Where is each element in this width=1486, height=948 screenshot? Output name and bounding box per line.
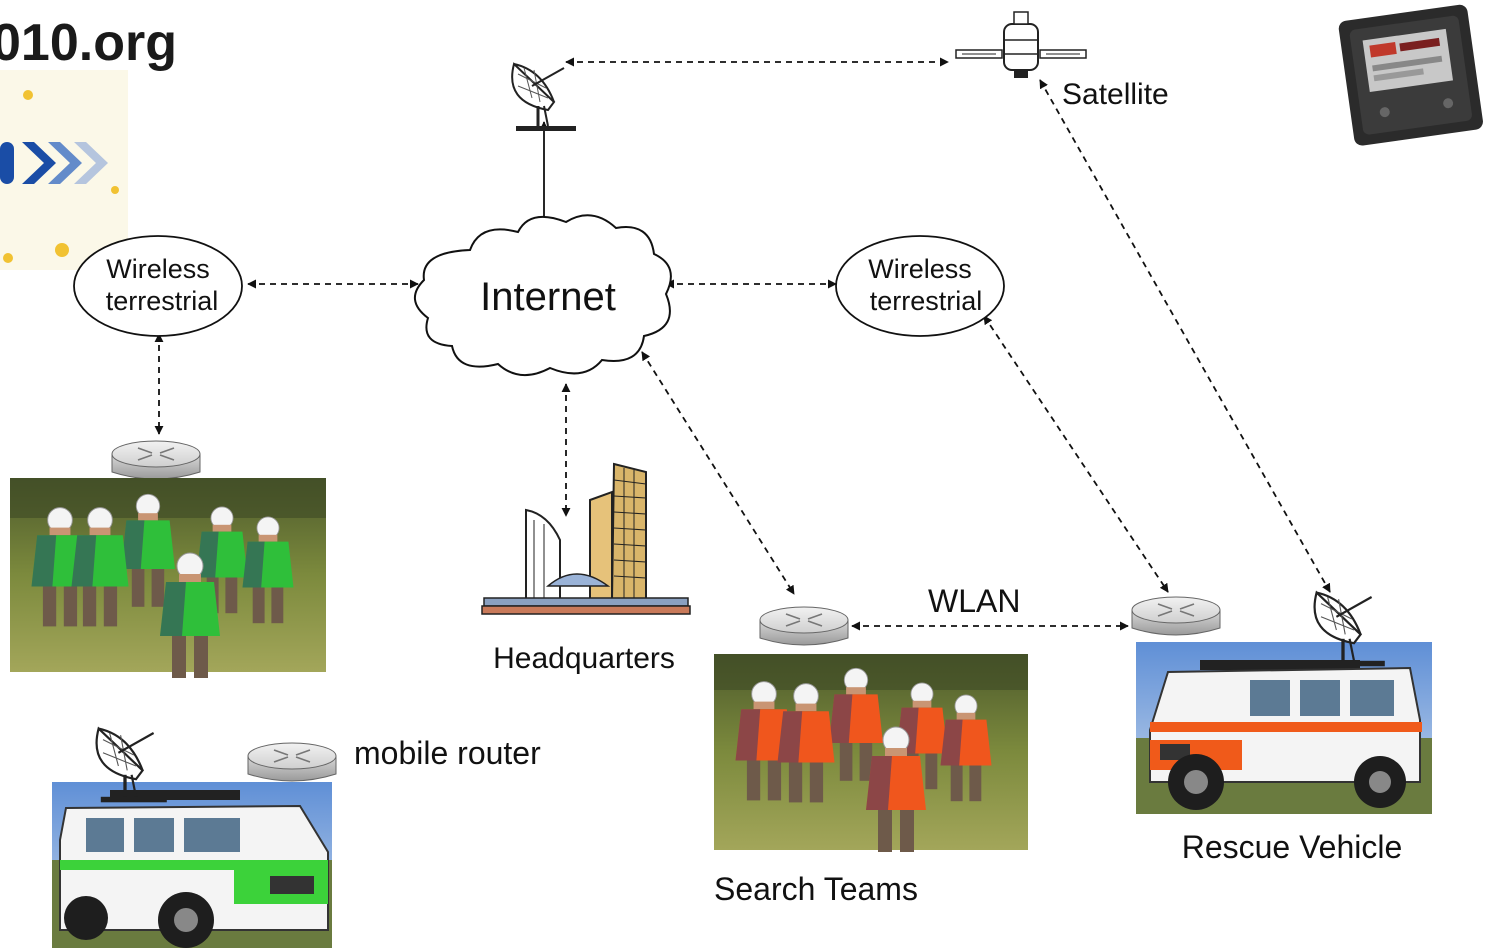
gps-device-photo	[1338, 4, 1483, 146]
search-teams-photo	[714, 654, 1028, 853]
banner-dot	[111, 186, 119, 194]
internet-label: Internet	[480, 275, 616, 319]
wireless-right-label-line1: Wireless	[868, 254, 972, 284]
wireless-right-label-line2: terrestrial	[870, 286, 983, 316]
satellite-label: Satellite	[1062, 78, 1169, 111]
chevrons-icon	[0, 142, 108, 184]
site-name-fragment[interactable]: 010.org	[0, 14, 177, 72]
headquarters-label: Headquarters	[493, 642, 675, 675]
wireless-terrestrial-right: Wireless terrestrial	[835, 235, 1005, 337]
site-banner: 010.org	[0, 14, 177, 270]
link-satellite-vehicle-dish	[1039, 79, 1331, 593]
banner-dot	[3, 253, 13, 263]
connections	[154, 57, 1331, 631]
internet-cloud-icon	[414, 214, 672, 376]
rescue-vehicle-photo	[1136, 642, 1432, 814]
mobile-router-label: mobile router	[354, 735, 541, 771]
banner-dot	[23, 90, 33, 100]
banner-dot	[55, 243, 69, 257]
wireless-terrestrial-left: Wireless terrestrial	[73, 235, 243, 337]
router-icon	[111, 440, 201, 480]
wlan-label: WLAN	[928, 583, 1020, 619]
mobile-vehicle-photo	[52, 782, 332, 948]
wireless-terrestrial-right-ellipse	[835, 235, 1005, 337]
ground-dish-icon	[510, 62, 578, 133]
link-wireless-right-vehicle-router	[983, 315, 1169, 593]
wireless-terrestrial-left-ellipse	[73, 235, 243, 337]
wireless-left-label-line1: Wireless	[106, 254, 210, 284]
router-icon	[1131, 596, 1221, 636]
rescue-vehicle-label: Rescue Vehicle	[1182, 829, 1403, 865]
router-icon	[759, 606, 849, 646]
left-team-photo	[10, 478, 326, 679]
search-teams-label: Search Teams	[714, 871, 918, 907]
wireless-left-label-line2: terrestrial	[106, 286, 219, 316]
satellite-icon	[955, 11, 1087, 78]
router-icon	[247, 742, 337, 782]
office-building-icon	[481, 462, 691, 615]
link-internet-search-router	[641, 351, 795, 595]
